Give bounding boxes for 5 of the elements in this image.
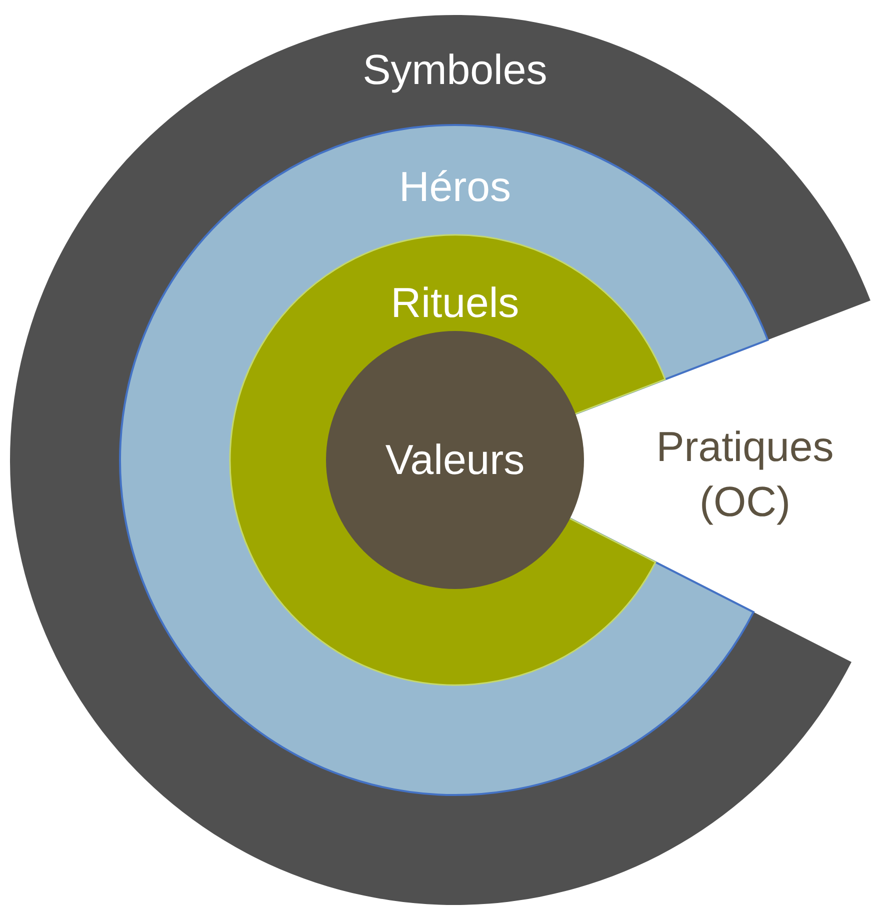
- layer-label: Valeurs: [385, 439, 525, 481]
- layer-label: Symboles: [362, 49, 548, 91]
- layer-label: Héros: [398, 166, 512, 208]
- layer-label: Rituels: [390, 282, 520, 324]
- gap-label: Pratiques (OC): [655, 422, 835, 527]
